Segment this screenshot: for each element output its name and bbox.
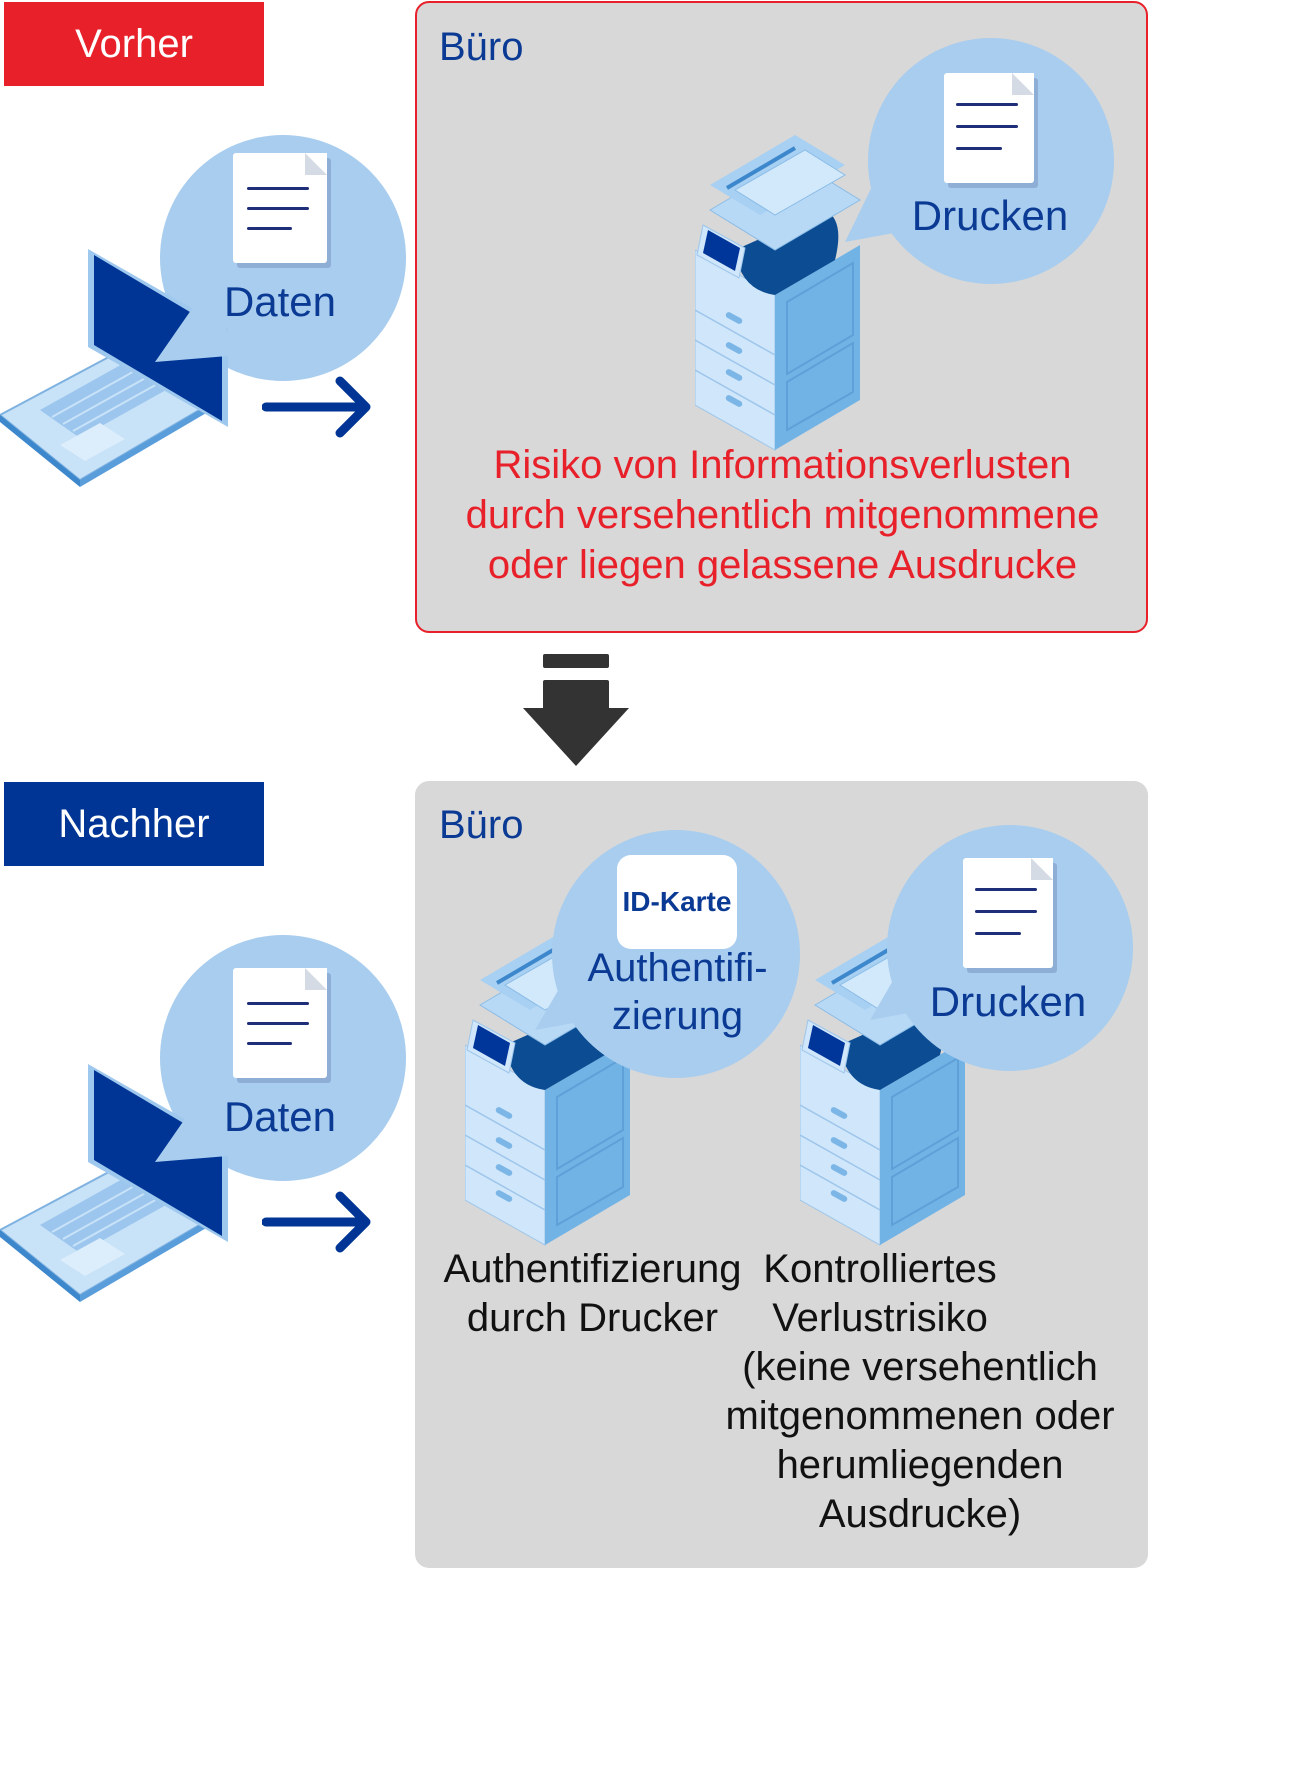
bubble-tail-print-after bbox=[870, 960, 925, 1020]
auth-bubble-label: Authentifi- zierung bbox=[587, 946, 768, 1038]
after-tag: Nachher bbox=[4, 782, 264, 866]
arrow-right-icon-before bbox=[262, 376, 371, 438]
before-tag: Vorher bbox=[4, 2, 264, 86]
printer-icon-before bbox=[695, 133, 862, 452]
risk-statement: Risiko von Informationsverlusten durch v… bbox=[420, 440, 1145, 590]
caption-controlled-risk: Kontrolliertes Verlustrisiko (keine vers… bbox=[725, 1247, 1115, 1536]
id-card-icon: ID-Karte bbox=[617, 855, 737, 949]
risk-line: oder liegen gelassene Ausdrucke bbox=[487, 543, 1078, 587]
office-title-after: Büro bbox=[439, 803, 524, 847]
arrow-right-icon-after bbox=[262, 1191, 371, 1253]
document-icon-before bbox=[233, 153, 327, 263]
document-icon-print-before bbox=[944, 73, 1034, 183]
print-bubble-label-after: Drucken bbox=[929, 978, 1087, 1025]
caption-authentication: Authentifizierung durch Drucker bbox=[443, 1247, 742, 1340]
data-bubble-label-before: Daten bbox=[223, 278, 337, 325]
risk-line: durch versehentlich mitgenommene bbox=[465, 493, 1100, 537]
bubble-tail-auth bbox=[535, 970, 590, 1030]
after-tag-label: Nachher bbox=[58, 801, 210, 846]
before-tag-label: Vorher bbox=[75, 21, 193, 66]
document-icon-print-after bbox=[963, 858, 1053, 968]
risk-line: Risiko von Informationsverlusten bbox=[493, 443, 1072, 487]
id-card-label: ID-Karte bbox=[622, 886, 732, 917]
document-icon-after bbox=[233, 968, 327, 1078]
office-title-before: Büro bbox=[439, 25, 524, 69]
print-bubble-label-before: Drucken bbox=[911, 192, 1069, 239]
bubble-tail-print-before bbox=[845, 170, 910, 242]
data-bubble-label-after: Daten bbox=[223, 1093, 337, 1140]
down-arrow-icon bbox=[523, 654, 629, 766]
